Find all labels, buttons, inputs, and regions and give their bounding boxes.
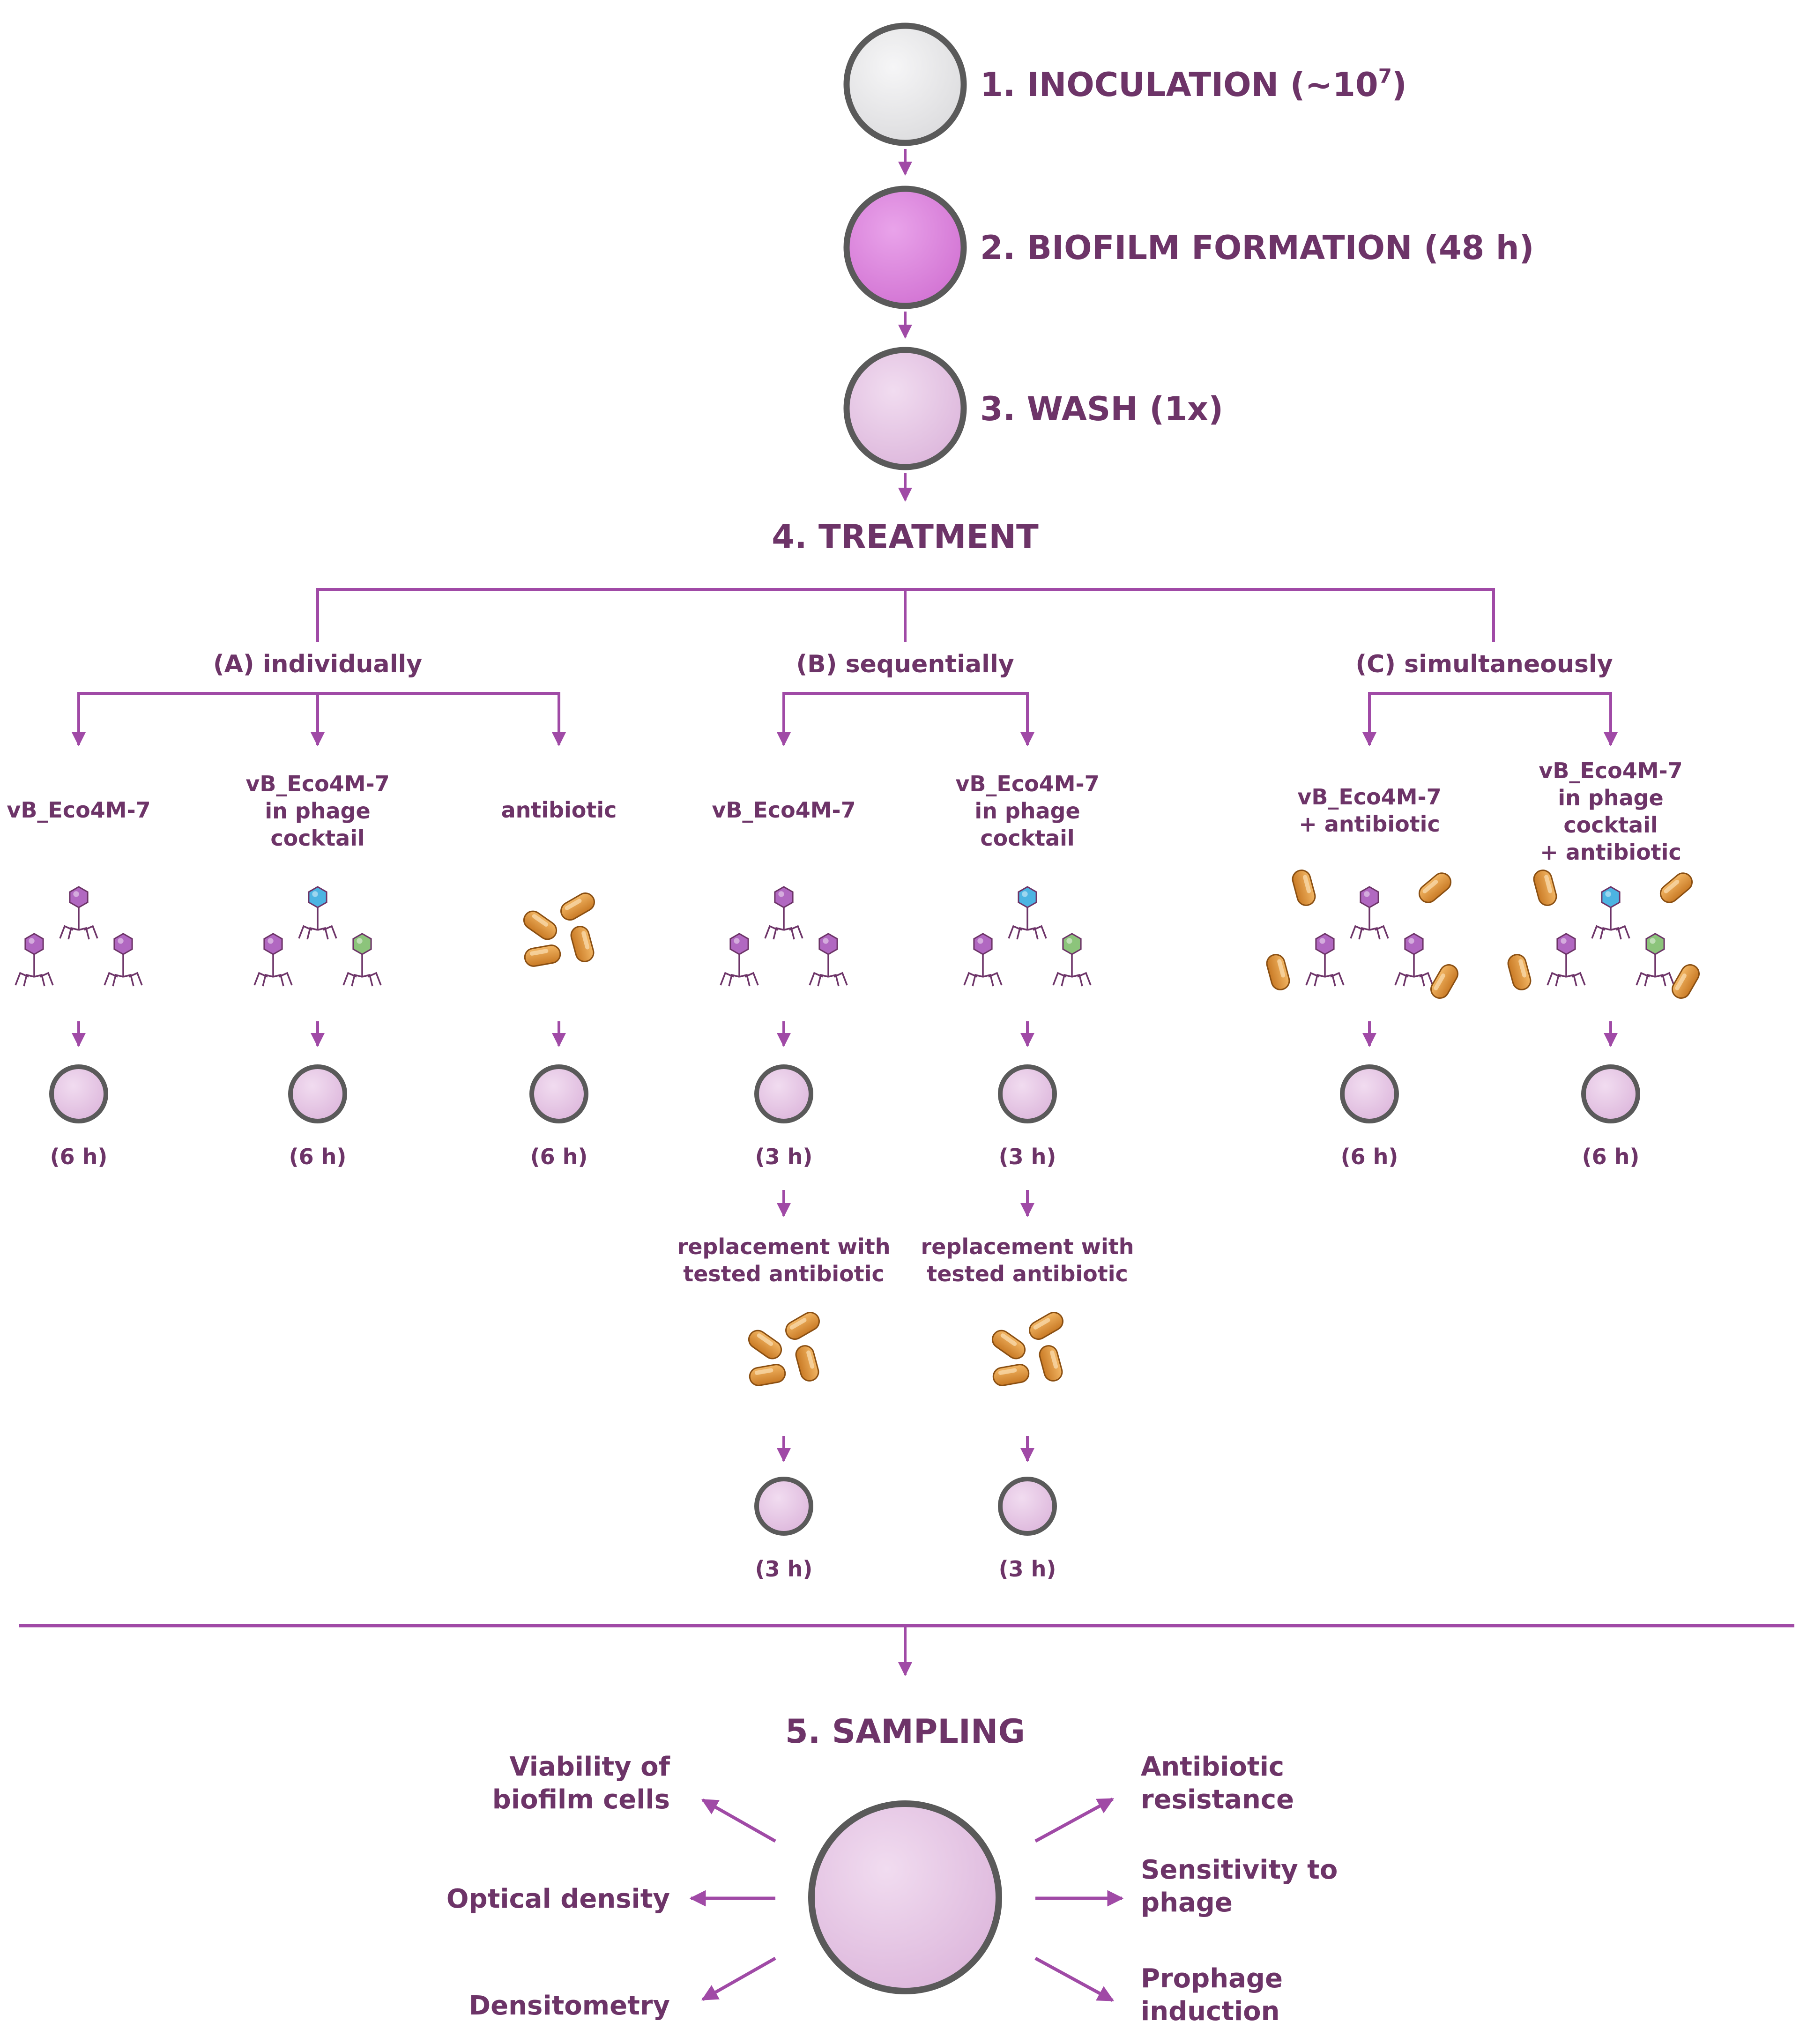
sampling-output-left-3: Densitometry [469,1991,670,2021]
dish-icon [288,1064,347,1123]
phage-icon [342,933,382,987]
phage-icon [809,933,848,987]
duration-label: (3 h) [755,1144,813,1169]
phage-icon [298,886,337,940]
duration-label: (3 h) [999,1144,1056,1169]
antibiotic-capsule-icon [1533,870,1557,906]
antibiotic-capsule-icon [748,1330,782,1360]
phage-icon [764,886,803,940]
duration-label: (3 h) [755,1556,813,1582]
antibiotic-capsule-icon [524,944,561,967]
dish-icon [754,1064,813,1123]
phage-icon [1547,933,1586,987]
column-label: vB_Eco4M-7+ antibiotic [1297,784,1441,837]
dish-icon [998,1477,1057,1536]
phage-icon [1350,886,1389,940]
antibiotic-capsule-icon [795,1345,819,1382]
dish-icon [49,1064,108,1123]
antibiotic-capsule-icon [1266,954,1290,990]
duration-label: (3 h) [999,1556,1056,1582]
column-label: vB_Eco4M-7 [7,797,150,823]
phage-icon [1008,886,1047,940]
dish-icon [754,1477,813,1536]
phage-icon [1052,933,1092,987]
dish-icon [1340,1064,1399,1123]
antibiotic-capsule-icon [1292,870,1316,906]
duration-label: (6 h) [1341,1144,1398,1169]
antibiotic-capsule-icon [785,1312,820,1340]
antibiotic-capsule-icon [1029,1312,1063,1340]
step-4-label: 4. TREATMENT [772,518,1039,556]
step-3-label: 3. WASH (1x) [980,390,1223,428]
antibiotic-capsule-icon [991,1330,1026,1360]
duration-label: (6 h) [289,1144,347,1169]
column-label: antibiotic [501,797,617,823]
antibiotic-capsule-icon [570,926,595,962]
antibiotic-capsule-icon [1672,964,1700,999]
phage-icon [253,933,293,987]
sampling-output-left-2: Optical density [446,1884,670,1914]
treatment-column-3: antibiotic (6 h) [501,797,617,1169]
group-a-label: (A) individually [213,650,422,678]
dish-icon [529,1064,588,1123]
column-label: vB_Eco4M-7 [712,797,855,823]
treatment-column-1: vB_Eco4M-7 (6 h) [7,797,150,1169]
treatment-branches [316,588,1495,642]
phage-icon [1394,933,1434,987]
phage-icon [963,933,1003,987]
phage-icon [15,933,54,987]
duration-label: (6 h) [1582,1144,1640,1169]
antibiotic-capsule-icon [1418,872,1452,903]
dish-icon [998,1064,1057,1123]
phage-icon [720,933,759,987]
dish-biofilm [843,186,967,309]
treatment-column-6: vB_Eco4M-7+ antibiotic (6 h) [1266,784,1458,1169]
sampling-arrows [689,1797,1124,2002]
group-b-label: (B) sequentially [796,650,1014,678]
phage-icon [59,886,98,940]
dish-sampling [808,1800,1002,1994]
duration-label: (6 h) [530,1144,588,1169]
group-c-label: (C) simultaneously [1355,650,1613,678]
phage-icon [1636,933,1675,987]
phage-icon [104,933,143,987]
antibiotic-capsule-icon [1430,964,1458,999]
phage-icon [1305,933,1345,987]
antibiotic-capsule-icon [1659,872,1693,903]
phage-icon [1591,886,1630,940]
antibiotic-capsule-icon [560,892,595,921]
dish-inoculation [843,22,967,146]
antibiotic-capsule-icon [749,1364,786,1386]
duration-label: (6 h) [50,1144,108,1169]
step-1-label: 1. INOCULATION (~107) [980,65,1407,104]
antibiotic-capsule-icon [1507,954,1532,990]
antibiotic-capsule-icon [523,910,558,940]
step-2-label: 2. BIOFILM FORMATION (48 h) [980,229,1534,267]
group-connectors [72,692,1618,746]
dish-icon [1581,1064,1640,1123]
dish-wash [843,347,967,470]
step-5-label: 5. SAMPLING [785,1712,1025,1751]
antibiotic-capsule-icon [1039,1345,1063,1382]
antibiotic-capsule-icon [992,1364,1030,1386]
